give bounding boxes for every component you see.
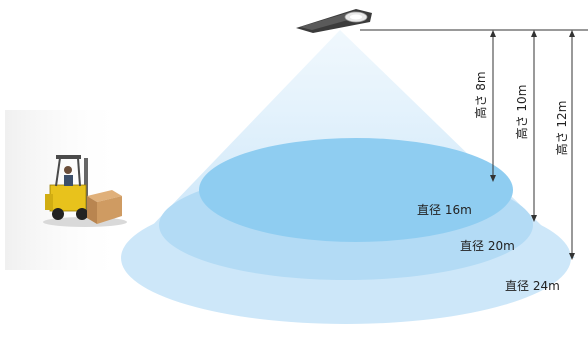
- coverage-area-16m: [199, 138, 513, 242]
- height-label-10m: 高さ 10m: [514, 85, 529, 140]
- diameter-label-20m: 直径 20m: [460, 239, 515, 253]
- height-arrow-8m: [490, 30, 496, 182]
- forklift-icon: [43, 155, 127, 227]
- height-label-12m: 高さ 12m: [554, 101, 569, 156]
- ceiling-light-icon: [296, 9, 372, 33]
- diameter-label-16m: 直径 16m: [417, 203, 472, 217]
- height-label-8m: 高さ 8m: [473, 71, 488, 118]
- height-arrow-12m: [569, 30, 575, 260]
- diameter-label-24m: 直径 24m: [505, 279, 560, 293]
- height-arrow-10m: [531, 30, 537, 222]
